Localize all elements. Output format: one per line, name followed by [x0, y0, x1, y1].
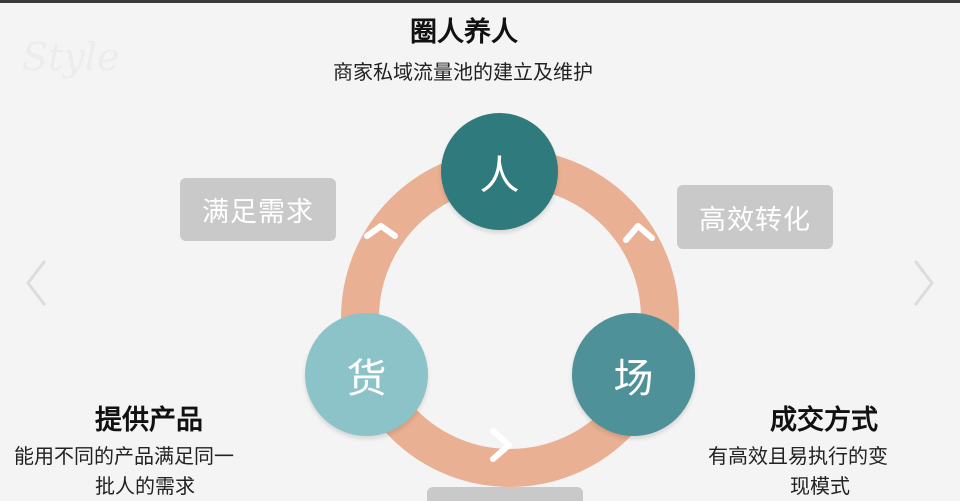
bottom-tag-partial: [427, 487, 583, 501]
chevron-left-icon: [26, 260, 46, 306]
bottom-left-title: 提供产品: [95, 405, 203, 436]
bottom-right-title: 成交方式: [770, 405, 878, 436]
next-slide-button[interactable]: [908, 258, 940, 308]
bottom-right-desc-line1: 有高效且易执行的变: [708, 444, 888, 468]
node-person: 人: [441, 113, 558, 230]
node-goods: 货: [305, 313, 428, 436]
top-title: 圈人养人: [410, 17, 518, 48]
cycle-arrow-bottom-icon: [490, 428, 512, 462]
node-venue: 场: [572, 313, 695, 436]
bottom-right-desc-line2: 现模式: [790, 474, 850, 498]
bottom-left-desc-line2: 批人的需求: [95, 474, 195, 498]
watermark-logo: Style: [22, 35, 119, 79]
top-desc: 商家私域流量池的建立及维护: [333, 60, 593, 84]
cycle-arrow-right-icon: [623, 223, 655, 243]
tag-efficient-conversion: 高效转化: [677, 185, 833, 249]
top-border: [0, 0, 960, 3]
tag-satisfy-demand: 满足需求: [180, 178, 336, 241]
cycle-arrow-left-icon: [364, 223, 398, 239]
prev-slide-button[interactable]: [20, 258, 52, 308]
bottom-left-desc-line1: 能用不同的产品满足同一: [14, 444, 234, 468]
chevron-right-icon: [914, 260, 934, 306]
